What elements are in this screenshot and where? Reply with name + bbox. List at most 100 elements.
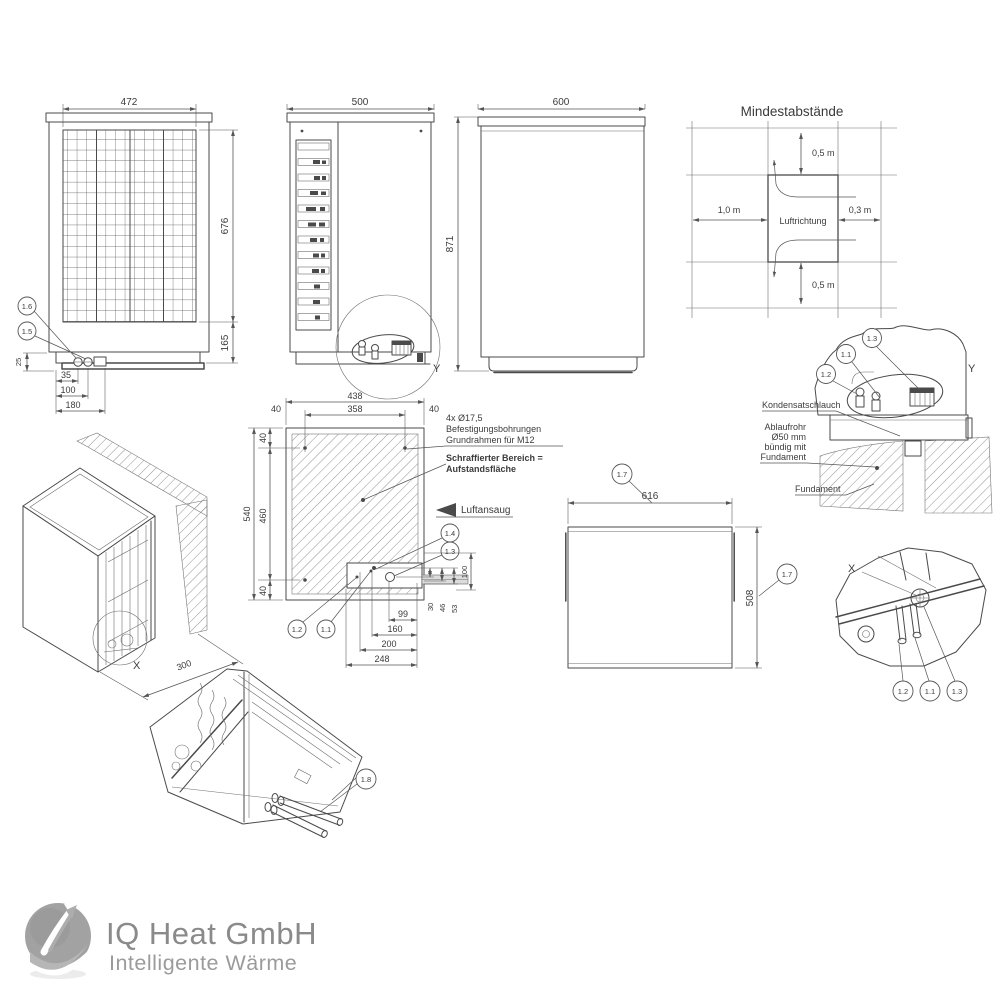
dim-label: 25	[14, 358, 23, 366]
vent-slot	[294, 768, 312, 785]
detail-letter-y: Y	[968, 363, 976, 375]
dim-label: 300	[175, 658, 193, 673]
svg-text:4x Ø17,5: 4x Ø17,5	[446, 413, 483, 423]
dim-label: 100	[460, 566, 469, 579]
foundation-plan: 438 358 40 40 540 460 40 40 4x Ø17,5 Bef…	[242, 391, 563, 668]
callout-1-1: 1.1	[919, 680, 941, 702]
bolt-hole-note: 4x Ø17,5 Befestigungsbohrungen Grundrahm…	[406, 413, 563, 450]
svg-text:1.5: 1.5	[22, 327, 32, 336]
dim-label: 100	[60, 385, 75, 395]
hatch-area-note: Schraffierter Bereich = Aufstandsfläche	[361, 453, 543, 502]
dim-label: 460	[258, 508, 268, 523]
dim-label: 508	[745, 589, 756, 606]
svg-text:1.3: 1.3	[445, 547, 455, 556]
wall-hatch-side	[175, 499, 208, 635]
dim-label: 180	[65, 400, 80, 410]
foundation-hatch-left	[819, 440, 904, 512]
svg-text:Ablaufrohr: Ablaufrohr	[764, 422, 806, 432]
svg-text:bündig mit: bündig mit	[764, 442, 806, 452]
svg-text:1.2: 1.2	[821, 370, 831, 379]
air-direction-label: Luftrichtung	[779, 216, 826, 226]
svg-text:1.1: 1.1	[841, 350, 851, 359]
svg-text:Befestigungsbohrungen: Befestigungsbohrungen	[446, 424, 541, 434]
unit-outline	[767, 174, 839, 263]
iso-wall-view: X 300	[22, 432, 244, 701]
detail-circle-x	[92, 610, 148, 666]
dim-label: 40	[258, 586, 268, 596]
iso-bottom-view: 1.8	[149, 668, 377, 838]
dim-label: 676	[220, 217, 231, 234]
svg-text:1.4: 1.4	[445, 529, 455, 538]
svg-text:1.3: 1.3	[867, 334, 877, 343]
condensate-hose-note: Kondensatschlauch	[762, 400, 901, 437]
louver-panel	[295, 139, 332, 331]
callout-1-3: 1.3	[862, 328, 882, 348]
foundation-note: Fundament	[795, 483, 875, 496]
dim-label: 358	[347, 404, 362, 414]
dim-label: 46	[438, 604, 447, 612]
svg-text:1.1: 1.1	[925, 687, 935, 696]
callout-1-8: 1.8	[355, 768, 377, 790]
callout-1-2: 1.2	[816, 364, 836, 384]
dim-label: 500	[352, 97, 369, 108]
svg-text:1.7: 1.7	[617, 470, 627, 479]
callout-1-3: 1.3	[440, 541, 460, 561]
callout-1-2: 1.2	[892, 680, 914, 702]
brand-tagline: Intelligente Wärme	[109, 951, 297, 975]
dim-label: 540	[242, 506, 252, 521]
drain-pipe-note: Ablaufrohr Ø50 mm bündig mit Fundament	[760, 422, 879, 470]
dim-label: 35	[61, 370, 71, 380]
svg-text:1.2: 1.2	[898, 687, 908, 696]
refrigerant-pipes	[264, 793, 344, 838]
callout-1-2: 1.2	[287, 619, 307, 639]
dim-label: 40	[429, 404, 439, 414]
dim-label: 40	[271, 404, 281, 414]
underside-body	[149, 668, 363, 825]
detail-letter-x: X	[133, 660, 141, 672]
callout-1-7-top: 1.7	[611, 463, 633, 485]
dim-label: 248	[374, 654, 389, 664]
dim-label: 99	[398, 609, 408, 619]
airflow-arrow-top	[772, 159, 856, 198]
clearance-right: 0,3 m	[849, 205, 872, 215]
callout-1-6: 1.6	[17, 296, 37, 316]
side-view: 500 Y	[286, 97, 441, 400]
callout-1-4: 1.4	[440, 523, 460, 543]
clearance-top: 0,5 m	[812, 148, 835, 158]
underside-cutaway	[835, 547, 987, 667]
svg-text:Schraffierter Bereich =: Schraffierter Bereich =	[446, 453, 543, 463]
back-view: 600 871	[445, 97, 646, 374]
svg-text:1.3: 1.3	[952, 687, 962, 696]
clearance-diagram: Mindestabstände 0,5 m 0,5 m 1,0 m 0,3 m …	[686, 104, 897, 318]
callout-1-1: 1.1	[316, 619, 336, 639]
dim-label: 616	[642, 491, 659, 502]
svg-text:Ø50 mm: Ø50 mm	[771, 432, 806, 442]
dim-label: 160	[387, 624, 402, 634]
clearance-bottom: 0,5 m	[812, 280, 835, 290]
svg-text:Aufstandsfläche: Aufstandsfläche	[446, 464, 516, 474]
svg-text:1.2: 1.2	[292, 625, 302, 634]
air-intake-label: Luftansaug	[436, 503, 513, 518]
dim-label: 438	[347, 391, 362, 401]
drain-socket	[904, 440, 922, 457]
brand-logo: IQ Heat GmbH Intelligente Wärme	[22, 897, 317, 979]
air-intake-arrow	[436, 503, 456, 517]
dim-label: 30	[426, 603, 435, 611]
louver-marks	[306, 160, 326, 320]
louver-slats	[297, 142, 330, 321]
dim-label: 40	[258, 433, 268, 443]
dim-label: 472	[121, 97, 138, 108]
callout-1-3: 1.3	[946, 680, 968, 702]
detail-letter-y: Y	[433, 363, 441, 375]
clearance-left: 1,0 m	[718, 205, 741, 215]
dim-label: 200	[381, 639, 396, 649]
connection-bracket	[346, 562, 423, 589]
callout-1-1: 1.1	[836, 344, 856, 364]
svg-text:1.6: 1.6	[22, 302, 32, 311]
detail-y: 1.3 1.1 1.2 Y Kondensatschlauch Ablaufro…	[760, 325, 993, 514]
svg-text:Fundament: Fundament	[795, 484, 841, 494]
svg-text:Fundament: Fundament	[760, 452, 806, 462]
svg-text:1.1: 1.1	[321, 625, 331, 634]
